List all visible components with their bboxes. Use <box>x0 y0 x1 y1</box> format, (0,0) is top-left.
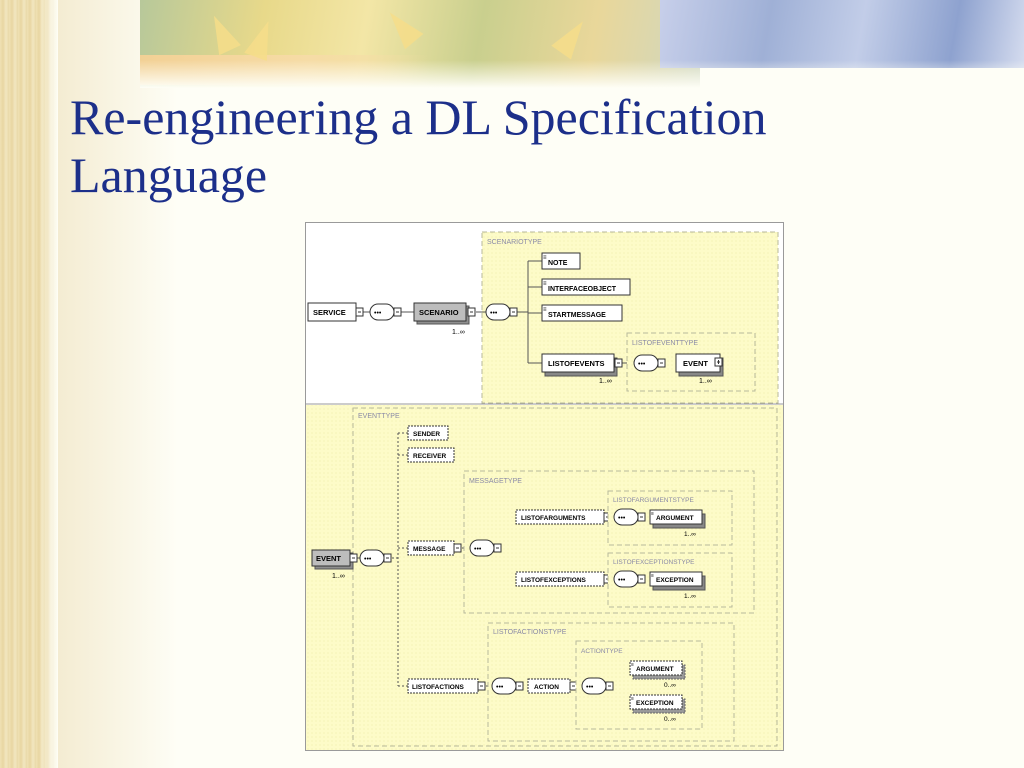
scenariotype-label: SCENARIOTYPE <box>487 239 542 246</box>
svg-text:•••: ••• <box>364 556 372 563</box>
eventtype-label: EVENTTYPE <box>358 413 400 420</box>
listofarguments-label: LISTOFARGUMENTS <box>521 515 586 522</box>
sequence-compositor-icon[interactable]: ••• <box>359 549 392 567</box>
textured-sidebar <box>0 0 58 768</box>
svg-text:≡: ≡ <box>543 281 547 287</box>
event-label: EVENT <box>316 554 341 563</box>
sequence-compositor-icon[interactable]: ••• <box>633 354 666 372</box>
service-label: SERVICE <box>313 308 346 317</box>
messagetype-label: MESSAGETYPE <box>469 478 522 485</box>
argument-element[interactable]: ≡ ARGUMENT 1..∞ <box>649 509 706 538</box>
svg-text:•••: ••• <box>496 684 504 691</box>
argument-label: ARGUMENT <box>656 515 694 522</box>
event-ref-label: EVENT <box>683 359 708 368</box>
exception-label: EXCEPTION <box>656 577 694 584</box>
sequence-compositor-icon[interactable]: ••• <box>369 303 402 321</box>
actiontype-label: ACTIONTYPE <box>581 648 623 655</box>
scenario-element[interactable]: SCENARIO 1..∞ <box>413 302 476 336</box>
svg-text:•••: ••• <box>490 310 498 317</box>
interfaceobject-label: INTERFACEOBJECT <box>548 286 617 293</box>
listofeventtype-label: LISTOFEVENTTYPE <box>632 340 698 347</box>
svg-text:•••: ••• <box>586 684 594 691</box>
event-ref-occurrence: 1..∞ <box>699 378 712 385</box>
svg-text:≡: ≡ <box>543 255 547 261</box>
sequence-compositor-icon[interactable]: ••• <box>613 570 646 588</box>
svg-text:•••: ••• <box>618 515 626 522</box>
svg-text:•••: ••• <box>618 577 626 584</box>
event-element[interactable]: EVENT 1..∞ <box>311 549 358 580</box>
action-element[interactable]: ACTION <box>527 678 578 694</box>
listofevents-label: LISTOFEVENTS <box>548 359 605 368</box>
receiver-label: RECEIVER <box>413 453 447 460</box>
message-label: MESSAGE <box>413 546 446 553</box>
listofarguments-element[interactable]: LISTOFARGUMENTS <box>515 509 612 525</box>
note-label: NOTE <box>548 260 568 267</box>
svg-text:≡: ≡ <box>651 511 654 517</box>
action-argument-occurrence: 0..∞ <box>664 682 676 689</box>
receiver-element[interactable]: RECEIVER <box>407 447 455 463</box>
decorative-banner <box>140 0 1024 88</box>
exception-occurrence: 1..∞ <box>684 593 696 600</box>
listofactions-label: LISTOFACTIONS <box>412 684 465 691</box>
sequence-compositor-icon[interactable]: ••• <box>613 508 646 526</box>
scenario-occurrence: 1..∞ <box>452 329 465 336</box>
listofargumentstype-label: LISTOFARGUMENTSTYPE <box>613 497 694 504</box>
argument-occurrence: 1..∞ <box>684 531 696 538</box>
sender-element[interactable]: SENDER <box>407 425 449 441</box>
scenario-label: SCENARIO <box>419 308 459 317</box>
message-element[interactable]: MESSAGE <box>407 540 462 556</box>
sidebar-fade <box>58 0 178 768</box>
banner-blue-image <box>660 0 1024 68</box>
listofactionstype-label: LISTOFACTIONSTYPE <box>493 629 567 636</box>
svg-text:•••: ••• <box>474 546 482 553</box>
sequence-compositor-icon[interactable]: ••• <box>581 677 614 695</box>
event-ref-element[interactable]: EVENT 1..∞ <box>675 353 724 385</box>
action-exception-element[interactable]: ≡ EXCEPTION 0..∞ <box>629 694 686 723</box>
svg-text:≡: ≡ <box>631 662 634 668</box>
sequence-compositor-icon[interactable]: ••• <box>469 539 502 557</box>
svg-text:≡: ≡ <box>651 573 654 579</box>
action-argument-element[interactable]: ≡ ARGUMENT 0..∞ <box>629 660 686 689</box>
svg-text:•••: ••• <box>638 361 646 368</box>
action-exception-label: EXCEPTION <box>636 700 674 707</box>
svg-text:≡: ≡ <box>631 696 634 702</box>
listofevents-element[interactable]: LISTOFEVENTS 1..∞ <box>541 353 623 385</box>
slide-title: Re-engineering a DL Specification Langua… <box>70 89 767 203</box>
action-argument-label: ARGUMENT <box>636 666 674 673</box>
startmessage-element[interactable]: ≡ STARTMESSAGE <box>541 304 623 322</box>
listofevents-occurrence: 1..∞ <box>599 378 612 385</box>
listofexceptionstype-label: LISTOFEXCEPTIONSTYPE <box>613 559 695 566</box>
sequence-compositor-icon[interactable]: ••• <box>485 303 518 321</box>
listofexceptions-label: LISTOFEXCEPTIONS <box>521 577 587 584</box>
event-occurrence: 1..∞ <box>332 573 345 580</box>
svg-text:≡: ≡ <box>543 307 547 313</box>
startmessage-label: STARTMESSAGE <box>548 312 606 319</box>
listofexceptions-element[interactable]: LISTOFEXCEPTIONS <box>515 571 612 587</box>
sequence-compositor-icon[interactable]: ••• <box>491 677 524 695</box>
service-element[interactable]: SERVICE <box>307 302 364 322</box>
note-element[interactable]: ≡ NOTE <box>541 252 581 270</box>
xml-schema-diagram: SCENARIOTYPE SERVICE ••• SCENARIO 1..∞ <box>305 222 784 751</box>
sender-label: SENDER <box>413 431 440 438</box>
action-label: ACTION <box>534 684 559 691</box>
svg-text:•••: ••• <box>374 310 382 317</box>
banner-fade <box>140 60 1024 88</box>
listofactions-element[interactable]: LISTOFACTIONS <box>407 678 486 694</box>
exception-element[interactable]: ≡ EXCEPTION 1..∞ <box>649 571 706 600</box>
interfaceobject-element[interactable]: ≡ INTERFACEOBJECT <box>541 278 631 296</box>
action-exception-occurrence: 0..∞ <box>664 716 676 723</box>
